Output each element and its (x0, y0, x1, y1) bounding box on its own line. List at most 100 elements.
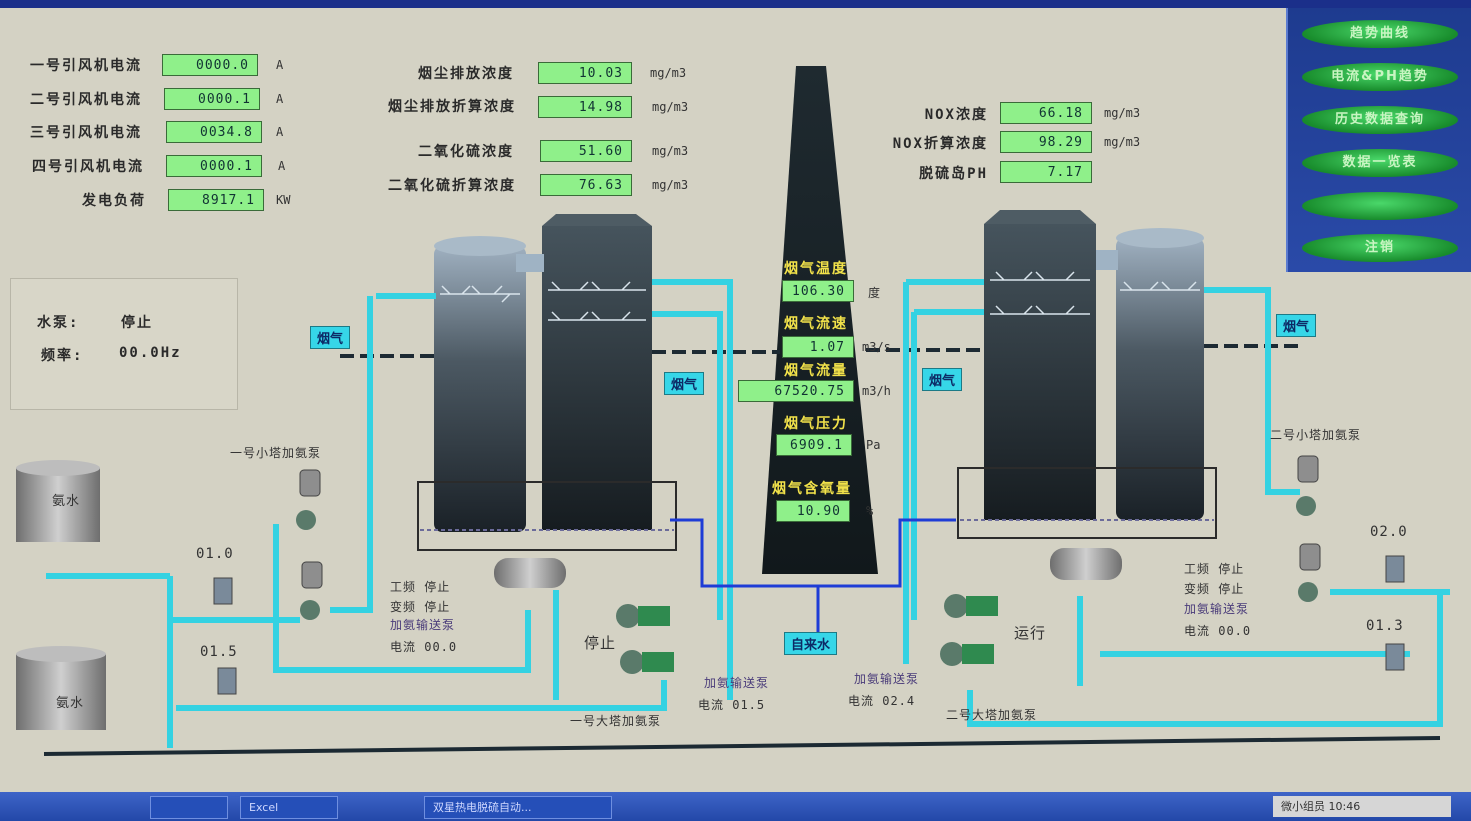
small-tower-pump-2-title: 二号小塔加氨泵 (1270, 428, 1362, 442)
so2-label: 二氧化硫浓度 (418, 144, 514, 160)
right-small-tower (1116, 238, 1204, 520)
water-pump-status: 停止 (121, 315, 153, 331)
fan2-unit: A (276, 92, 284, 106)
right-transfer-name: 加氨输送泵 (854, 672, 920, 686)
right-transfer-current: 电流 02.4 (848, 694, 916, 708)
gas-temp-unit: 度 (868, 286, 881, 300)
load-value: 8917.1 (168, 189, 264, 211)
tank2-label: 氨水 (56, 696, 85, 711)
gas-o2-label: 烟气含氧量 (772, 481, 852, 497)
left-pump-current: 电流 00.0 (390, 640, 458, 654)
taskbar-item-excel[interactable]: Excel (240, 796, 338, 819)
flue-tag-outlet-left: 烟气 (664, 372, 705, 395)
taskbar: Excel 双星热电脱硫自动... 微小组员 10:46 (0, 792, 1471, 821)
fan4-label: 四号引风机电流 (32, 159, 144, 175)
gas-o2-unit: % (866, 504, 874, 518)
left-pump-vfd: 变频 停止 (390, 600, 451, 614)
so2-value: 51.60 (540, 140, 632, 162)
fan3-unit: A (276, 125, 284, 139)
right-pump-current: 电流 00.0 (1184, 624, 1252, 638)
flow-value-b: 01.5 (200, 644, 238, 660)
left-status: 停止 (584, 634, 617, 652)
fan2-label: 二号引风机电流 (30, 92, 142, 108)
logout-button[interactable]: 注销 (1302, 234, 1458, 262)
nox-label: NOX浓度 (924, 107, 988, 123)
flue-tag-inlet-right: 烟气 (1276, 314, 1317, 337)
gas-speed-unit: m3/s (862, 340, 891, 354)
flue-tag-outlet-right: 烟气 (922, 368, 963, 391)
system-tray: 微小组员 10:46 (1273, 796, 1451, 817)
dust-conv-value: 14.98 (538, 96, 632, 118)
flue-tag-inlet-left: 烟气 (310, 326, 351, 349)
fan1-unit: A (276, 58, 284, 72)
gas-pressure-label: 烟气压力 (784, 416, 848, 432)
side-menu: 趋势曲线 电流&PH趋势 历史数据查询 数据一览表 注销 (1286, 8, 1471, 272)
dust-value: 10.03 (538, 62, 632, 84)
current-ph-trend-button[interactable]: 电流&PH趋势 (1302, 63, 1458, 91)
fan3-value: 0034.8 (166, 121, 262, 143)
water-pump-freq-label: 频率: (41, 348, 84, 364)
small-tower-pump-1-title: 一号小塔加氨泵 (230, 446, 322, 460)
gas-speed-value: 1.07 (782, 336, 854, 358)
tap-water-tag: 自来水 (784, 632, 838, 655)
gas-temp-label: 烟气温度 (784, 261, 848, 277)
so2-conv-value: 76.63 (540, 174, 632, 196)
gas-temp-value: 106.30 (782, 280, 854, 302)
dust-conv-unit: mg/m3 (652, 100, 689, 114)
ammonia-tank-2 (16, 646, 106, 730)
ph-label: 脱硫岛PH (919, 166, 988, 182)
trend-curve-button[interactable]: 趋势曲线 (1302, 20, 1458, 48)
water-pump-panel: 水泵: 停止 频率: 00.0Hz (10, 278, 238, 410)
fan2-value: 0000.1 (164, 88, 260, 110)
dust-label: 烟尘排放浓度 (418, 66, 514, 82)
left-big-tower (542, 226, 652, 530)
load-label: 发电负荷 (82, 193, 146, 209)
ph-value: 7.17 (1000, 161, 1092, 183)
nox-value: 66.18 (1000, 102, 1092, 124)
big-tower-pump-1-title: 一号大塔加氨泵 (570, 714, 662, 728)
gas-speed-label: 烟气流速 (784, 316, 848, 332)
tank1-label: 氨水 (52, 494, 81, 509)
so2-conv-label: 二氧化硫折算浓度 (388, 178, 516, 194)
gas-pressure-unit: Pa (866, 438, 881, 452)
right-pump-name: 加氨输送泵 (1184, 602, 1250, 616)
water-pump-freq: 00.0Hz (119, 345, 182, 361)
right-pump-vfd: 变频 停止 (1184, 582, 1245, 596)
right-status: 运行 (1014, 624, 1047, 642)
gas-pressure-value: 6909.1 (776, 434, 852, 456)
left-transfer-name: 加氨输送泵 (704, 676, 770, 690)
left-pump-power: 工频 停止 (390, 580, 451, 594)
nox-conv-unit: mg/m3 (1104, 135, 1141, 149)
window-title-bar (0, 0, 1471, 8)
taskbar-item-fgd[interactable]: 双星热电脱硫自动... (424, 796, 612, 819)
nox-conv-value: 98.29 (1000, 131, 1092, 153)
water-pump-status-label: 水泵: (37, 315, 80, 331)
fan4-unit: A (278, 159, 286, 173)
load-unit: KW (276, 193, 291, 207)
fan4-value: 0000.1 (166, 155, 262, 177)
taskbar-item-1[interactable] (150, 796, 228, 819)
right-big-tower (984, 224, 1096, 520)
big-tower-pump-2-title: 二号大塔加氨泵 (946, 708, 1038, 722)
dust-conv-label: 烟尘排放折算浓度 (388, 99, 516, 115)
nox-conv-label: NOX折算浓度 (892, 136, 988, 152)
blank-menu-button[interactable] (1302, 192, 1458, 220)
history-query-button[interactable]: 历史数据查询 (1302, 106, 1458, 134)
right-pump-power: 工频 停止 (1184, 562, 1245, 576)
fan1-value: 0000.0 (162, 54, 258, 76)
gas-o2-value: 10.90 (776, 500, 850, 522)
gas-flow-unit: m3/h (862, 384, 891, 398)
left-small-tower (434, 246, 526, 532)
so2-conv-unit: mg/m3 (652, 178, 689, 192)
dust-unit: mg/m3 (650, 66, 687, 80)
fan1-label: 一号引风机电流 (30, 58, 142, 74)
left-transfer-current: 电流 01.5 (698, 698, 766, 712)
data-overview-button[interactable]: 数据一览表 (1302, 149, 1458, 177)
flow-value-a: 01.0 (196, 546, 234, 562)
flow-value-c: 02.0 (1370, 524, 1408, 540)
flow-value-d: 01.3 (1366, 618, 1404, 634)
nox-unit: mg/m3 (1104, 106, 1141, 120)
gas-flow-label: 烟气流量 (784, 363, 848, 379)
fan3-label: 三号引风机电流 (30, 125, 142, 141)
so2-unit: mg/m3 (652, 144, 689, 158)
